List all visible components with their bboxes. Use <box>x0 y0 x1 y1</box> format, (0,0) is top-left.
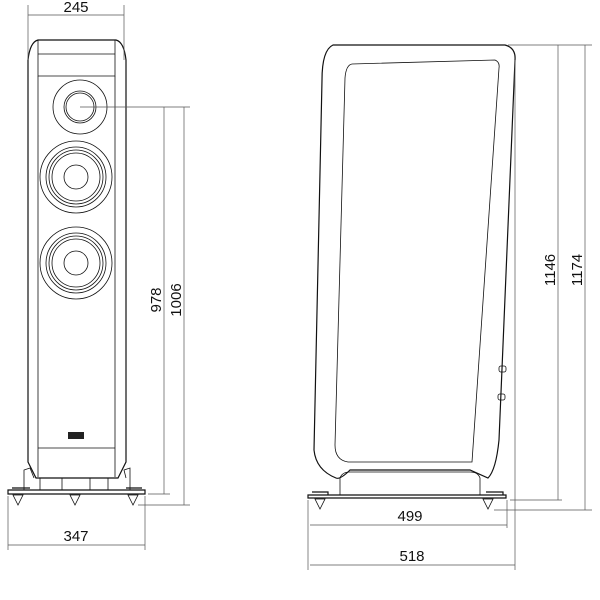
svg-text:1174: 1174 <box>569 254 586 286</box>
side-frame-inner <box>334 59 500 463</box>
front-spikes <box>12 494 139 506</box>
dimension-347: 347 <box>7 496 146 550</box>
woofer-lower <box>39 226 113 300</box>
woofer-upper <box>39 140 113 214</box>
dimension-518: 518 <box>310 60 516 570</box>
logo-badge <box>68 432 84 439</box>
svg-text:1006: 1006 <box>168 283 185 316</box>
dimension-1146: 1146 <box>508 44 592 501</box>
dimension-978: 978 <box>80 106 190 495</box>
dimension-1174: 1174 <box>494 45 592 511</box>
front-top-cap <box>37 40 116 77</box>
svg-text:518: 518 <box>399 548 424 565</box>
svg-text:499: 499 <box>397 508 422 525</box>
dimension-245: 245 <box>27 0 125 60</box>
dimension-1006: 1006 <box>138 107 190 506</box>
svg-text:978: 978 <box>148 287 165 312</box>
svg-text:245: 245 <box>63 0 88 16</box>
side-spikes <box>314 498 494 510</box>
svg-text:1146: 1146 <box>542 254 559 286</box>
side-view: 1146 1174 499 518 <box>307 44 592 570</box>
front-stand <box>23 467 131 490</box>
side-base-plate <box>307 491 507 499</box>
side-stand <box>339 471 481 495</box>
front-view: 245 978 1006 347 <box>7 0 190 550</box>
front-cabinet-outline <box>27 39 127 479</box>
svg-text:347: 347 <box>63 528 88 545</box>
dimension-499: 499 <box>307 500 508 570</box>
speaker-terminals <box>497 365 507 401</box>
front-base-plate <box>7 487 146 495</box>
side-frame-outer <box>313 44 516 479</box>
front-panel <box>37 76 116 477</box>
